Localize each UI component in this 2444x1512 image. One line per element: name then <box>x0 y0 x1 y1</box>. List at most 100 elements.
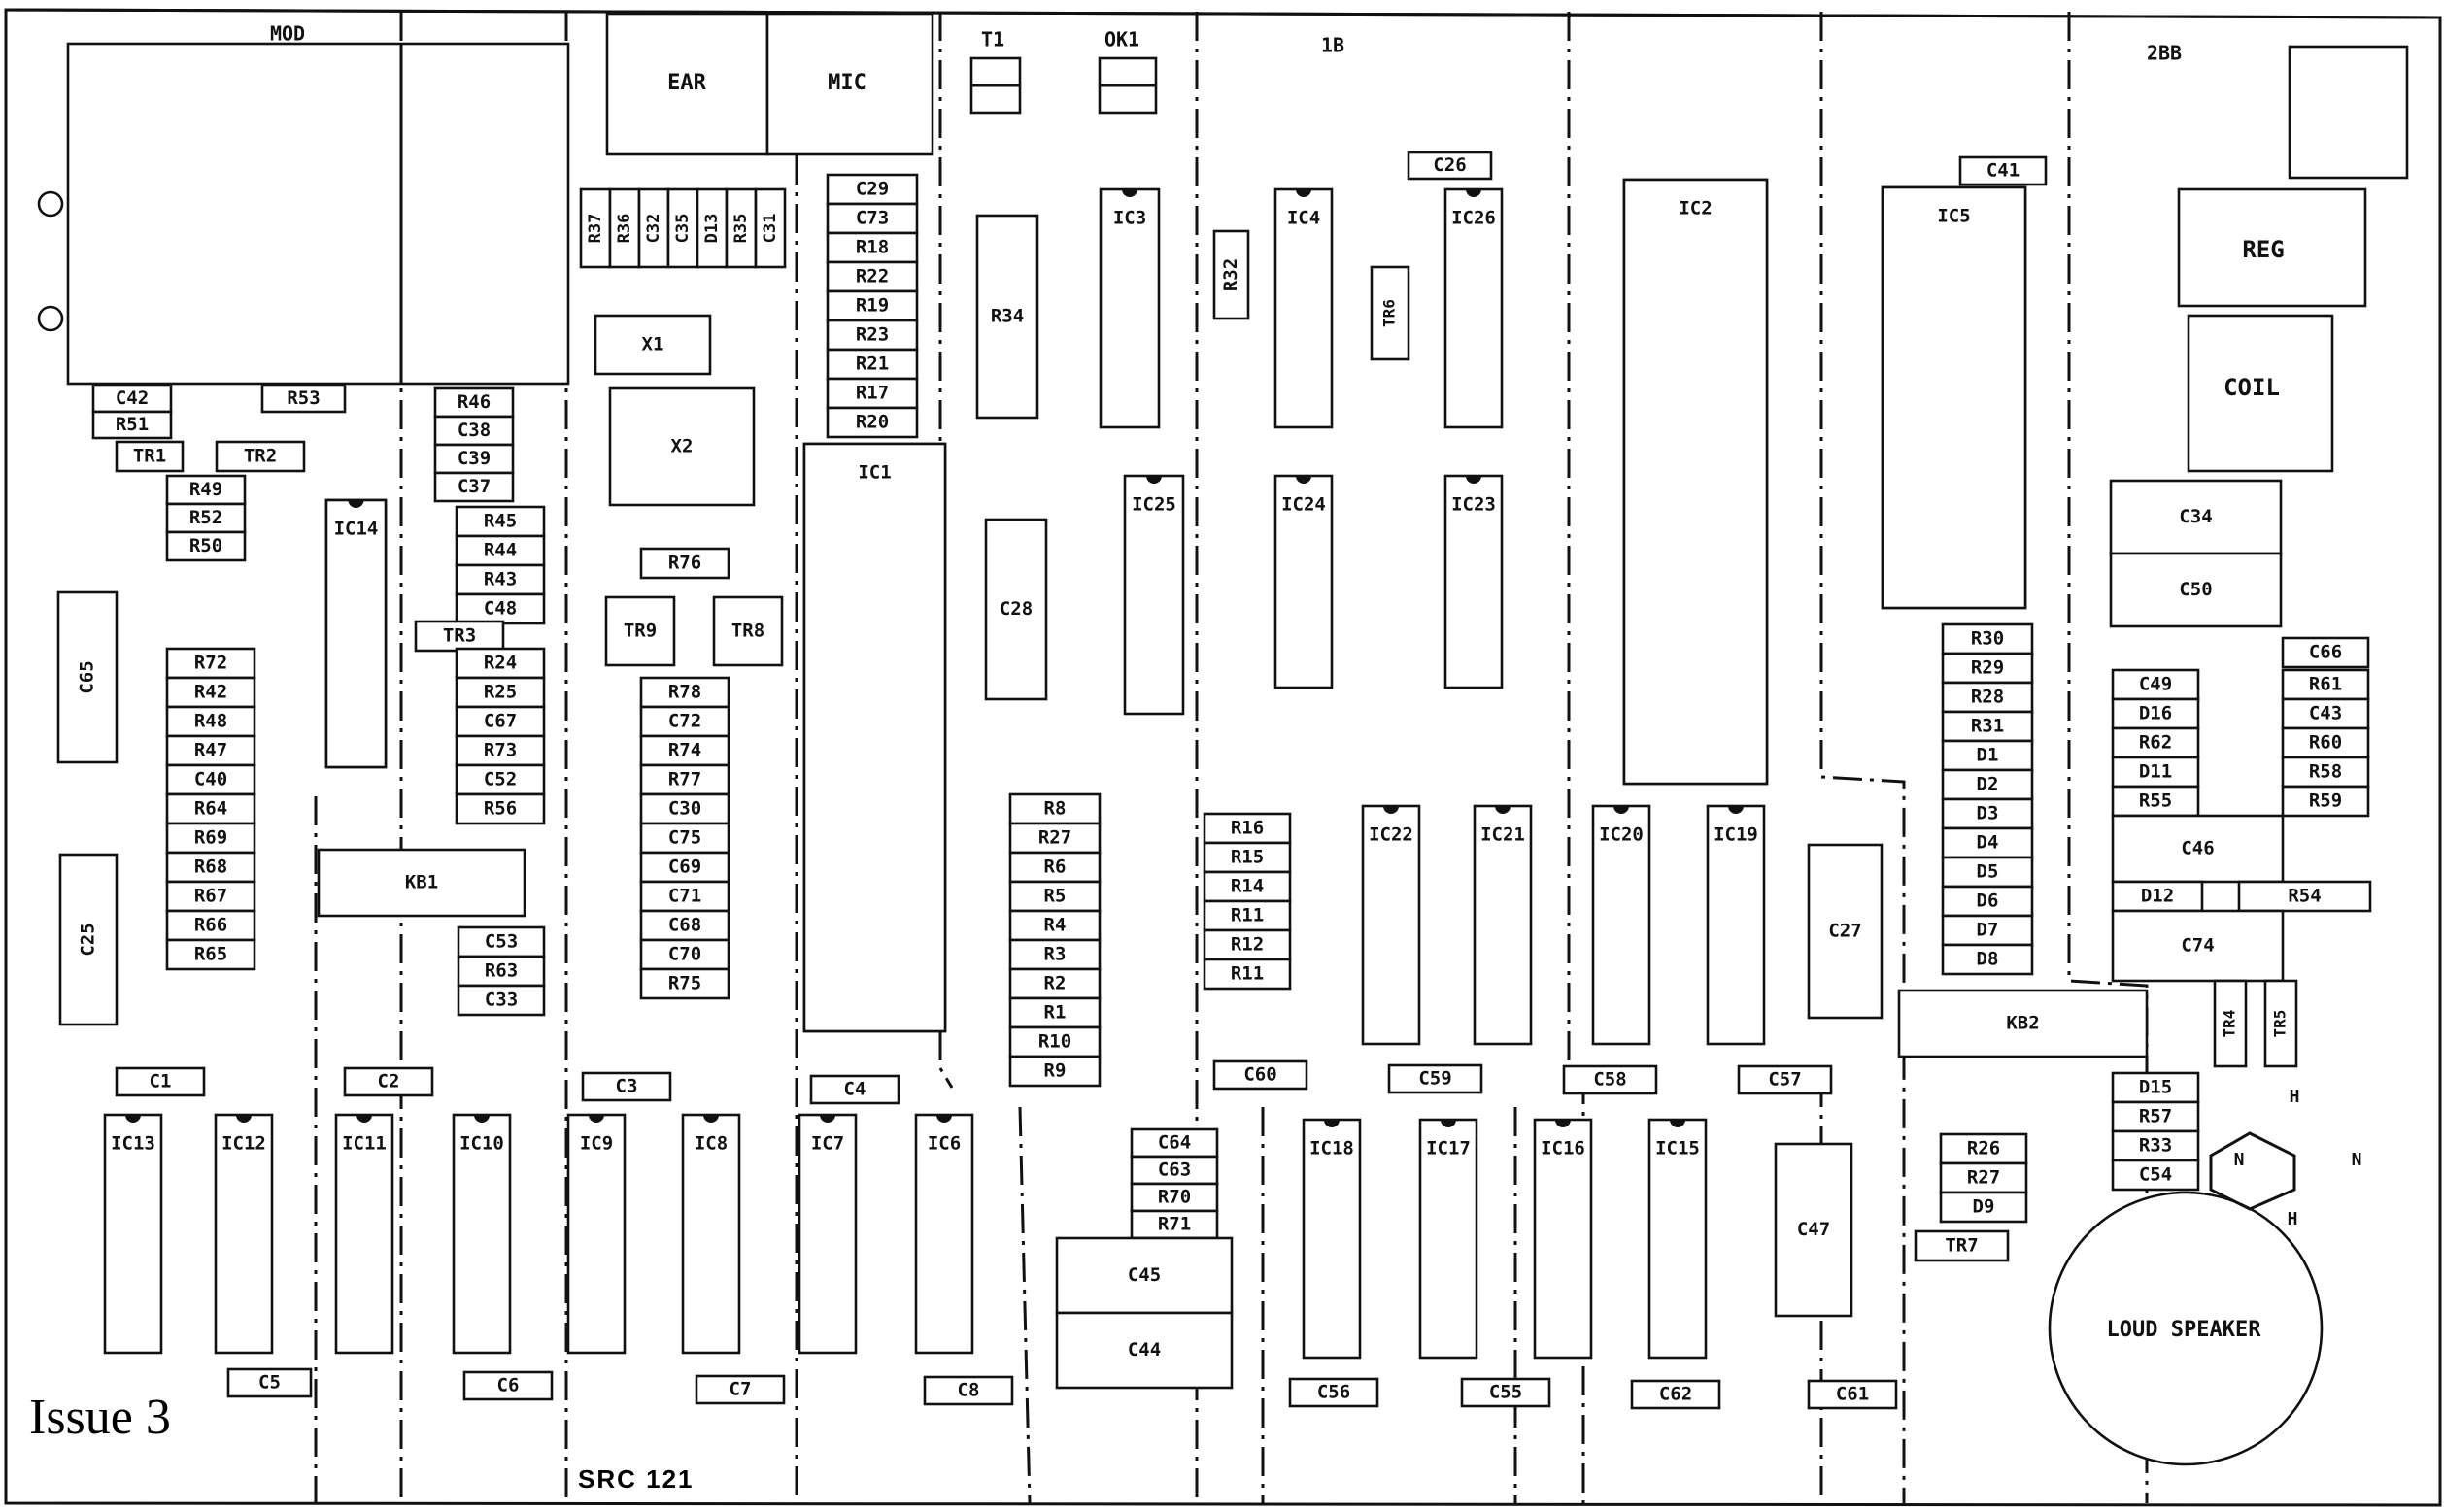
component-label: C30 <box>668 798 701 820</box>
component-c75 <box>639 822 730 855</box>
component-label: C70 <box>668 944 701 965</box>
component-d16 <box>2111 697 2200 730</box>
component-r53 <box>260 384 347 414</box>
component-label: R17 <box>856 383 889 404</box>
component-label: C58 <box>1593 1069 1626 1091</box>
component-r51 <box>91 410 173 440</box>
component-label: R75 <box>668 973 701 994</box>
component-label: R71 <box>1158 1214 1191 1235</box>
component-r47 <box>165 734 256 767</box>
component-label: C4 <box>844 1079 866 1100</box>
component-label: TR1 <box>133 446 166 467</box>
component-label: R62 <box>2139 732 2172 754</box>
component-label: R46 <box>458 391 491 413</box>
component-r23 <box>826 319 919 352</box>
component-label: C46 <box>2181 838 2214 859</box>
ic-notch <box>236 1115 252 1123</box>
component-c64 <box>1130 1127 1219 1159</box>
component-tr7 <box>1914 1229 2010 1262</box>
component-label: R6 <box>1044 857 1067 878</box>
component-label: IC24 <box>1281 494 1326 516</box>
component-ic5 <box>1881 185 2027 610</box>
component-ic10 <box>452 1113 512 1355</box>
component-tr6 <box>1370 265 1410 361</box>
ic-notch <box>1296 476 1311 484</box>
component-label: C5 <box>258 1372 281 1394</box>
component-c41 <box>1958 155 2048 186</box>
component-label: C31 <box>761 214 780 244</box>
mic-socket <box>765 12 934 156</box>
component-label: EAR <box>667 71 706 95</box>
component-r78 <box>639 676 730 709</box>
component-r11 <box>1203 958 1292 991</box>
component-d11 <box>2111 756 2200 789</box>
component-label: R16 <box>1231 818 1264 839</box>
component-label: R70 <box>1158 1187 1191 1208</box>
component-label: C2 <box>378 1071 400 1092</box>
component-label: C64 <box>1158 1132 1191 1154</box>
component-label: TR8 <box>731 621 764 642</box>
component-label: R3 <box>1044 944 1067 965</box>
component-ic21 <box>1473 804 1533 1046</box>
component-r58 <box>2281 756 2370 789</box>
loud-speaker <box>2048 1191 2324 1466</box>
component-label: IC4 <box>1287 208 1320 229</box>
component-d2 <box>1941 768 2034 801</box>
component-label: R9 <box>1044 1060 1067 1082</box>
component-c58 <box>1562 1064 1658 1095</box>
component-label: D9 <box>1973 1196 1995 1218</box>
component-label: R35 <box>731 214 751 244</box>
component-label: C28 <box>1000 598 1033 620</box>
component-c44 <box>1055 1311 1234 1390</box>
component-r55 <box>2111 785 2200 818</box>
component-label: C41 <box>1986 160 2020 182</box>
component-label: R63 <box>485 960 518 982</box>
component-label: R69 <box>194 827 227 849</box>
component-kb1 <box>317 848 526 918</box>
component-label: R36 <box>615 214 634 244</box>
component-label: C40 <box>194 769 227 790</box>
component-tr4 <box>2213 979 2248 1068</box>
ic-notch <box>1613 806 1629 814</box>
component-label: C8 <box>958 1380 980 1401</box>
component-label: TR5 <box>2271 1010 2290 1038</box>
ic-notch <box>1466 476 1481 484</box>
component-r33 <box>2111 1129 2200 1162</box>
component-label: R55 <box>2139 790 2172 812</box>
component-label: C32 <box>644 214 663 244</box>
component-r76 <box>639 547 730 580</box>
component-c40 <box>165 763 256 796</box>
component-label: C27 <box>1828 921 1861 942</box>
component-tr5 <box>2263 979 2298 1068</box>
component-c8 <box>923 1375 1014 1406</box>
component-label: TR9 <box>624 621 657 642</box>
component-ic22 <box>1361 804 1421 1046</box>
component-r71 <box>1130 1209 1219 1240</box>
component-label: R64 <box>194 798 227 820</box>
component-label: D8 <box>1977 949 1999 970</box>
component-label: TR4 <box>2221 1010 2239 1038</box>
ear-socket <box>605 12 769 156</box>
component-c30 <box>639 792 730 825</box>
component-label: 1B <box>1321 34 1344 57</box>
component-label: IC25 <box>1132 494 1176 516</box>
component-c29 <box>826 173 919 206</box>
component-d12 <box>2111 880 2204 913</box>
component-label: R26 <box>1967 1138 2000 1159</box>
component-label: OK1 <box>1104 28 1139 51</box>
component-label: R2 <box>1044 973 1067 994</box>
component-label: IC11 <box>342 1133 387 1155</box>
component-r36 <box>608 187 641 269</box>
component-label: R30 <box>1971 628 2004 650</box>
ic-notch <box>936 1115 952 1123</box>
component-label: R50 <box>189 535 222 556</box>
component-label: IC2 <box>1679 198 1712 219</box>
component-label: R58 <box>2309 761 2342 783</box>
reg-block <box>2177 187 2367 308</box>
component-label: D2 <box>1977 774 1999 795</box>
component-x1 <box>594 314 712 376</box>
component-label: R5 <box>1044 886 1067 907</box>
component-label: R27 <box>1038 827 1071 849</box>
component-d15 <box>2111 1071 2200 1104</box>
component-d4 <box>1941 826 2034 859</box>
